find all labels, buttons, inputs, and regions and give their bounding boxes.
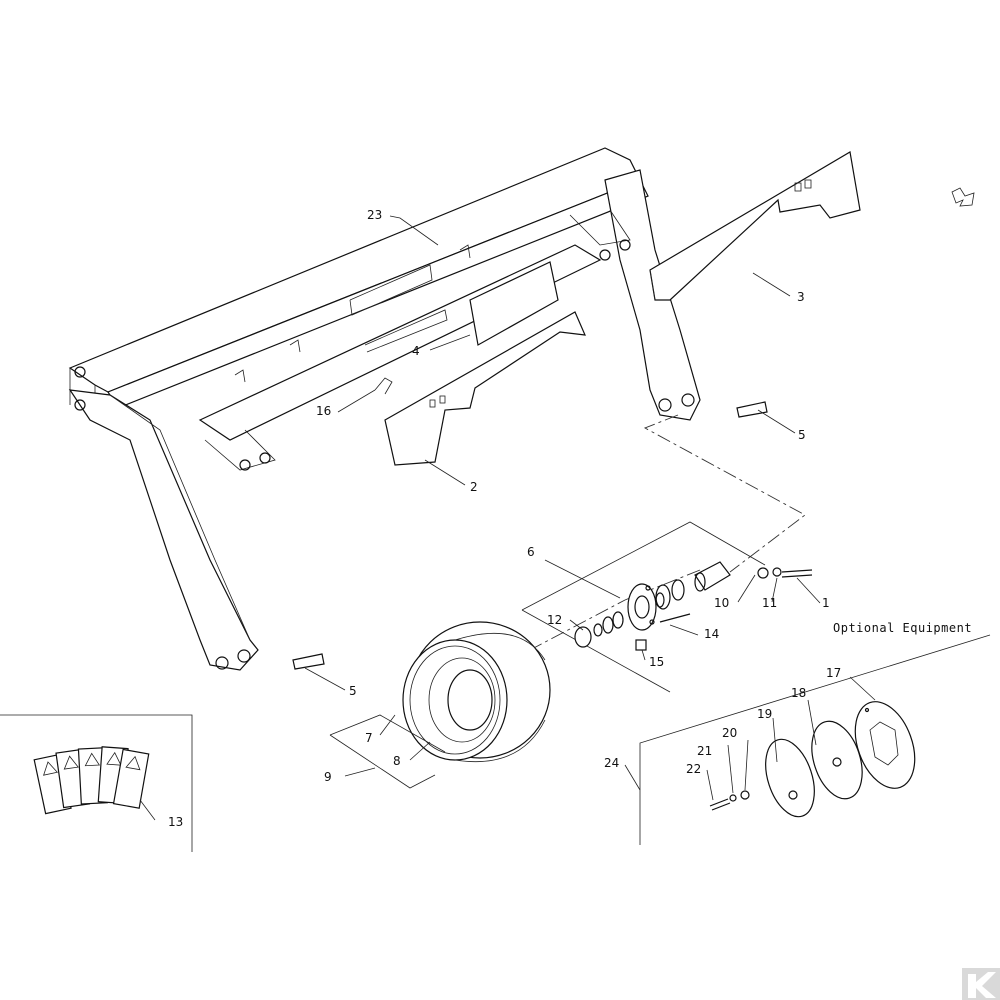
wheel: [402, 621, 551, 763]
callout-5-left: 5: [349, 684, 357, 698]
callout-22: 22: [686, 762, 702, 776]
callout-16: 16: [316, 404, 332, 418]
hub-assembly: [521, 521, 813, 693]
callout-3: 3: [797, 290, 805, 304]
brand-logo-icon: [962, 968, 1000, 1000]
warning-decals-icon: [33, 746, 150, 815]
callout-7: 7: [365, 731, 373, 745]
callout-17: 17: [826, 666, 842, 680]
callout-9: 9: [324, 770, 332, 784]
shield-3: [649, 151, 861, 301]
callout-2: 2: [470, 480, 478, 494]
shield-2: [384, 311, 586, 466]
callout-15: 15: [649, 655, 665, 669]
wear-plate-5-right: [736, 401, 768, 418]
leader-lines: [139, 215, 876, 821]
callout-19: 19: [757, 707, 773, 721]
callout-24: 24: [604, 756, 620, 770]
callout-8: 8: [393, 754, 401, 768]
bracket-16: [374, 377, 393, 395]
wear-plate-5-left: [292, 653, 325, 670]
main-frame: [68, 147, 701, 671]
callout-6: 6: [527, 545, 535, 559]
direction-arrow-icon: [951, 187, 975, 207]
plate-4: [469, 261, 559, 346]
optional-discs: [709, 701, 916, 818]
callout-13: 13: [168, 815, 184, 829]
callout-20: 20: [722, 726, 738, 740]
callout-12: 12: [547, 613, 563, 627]
callout-21: 21: [697, 744, 713, 758]
callout-18: 18: [791, 686, 807, 700]
callout-14: 14: [704, 627, 720, 641]
callout-5-right: 5: [798, 428, 806, 442]
callout-4: 4: [412, 344, 420, 358]
callout-23: 23: [367, 208, 383, 222]
callout-10: 10: [714, 596, 730, 610]
callout-1: 1: [822, 596, 830, 610]
optional-equipment-label: Optional Equipment: [833, 621, 973, 635]
callout-11: 11: [762, 596, 778, 610]
